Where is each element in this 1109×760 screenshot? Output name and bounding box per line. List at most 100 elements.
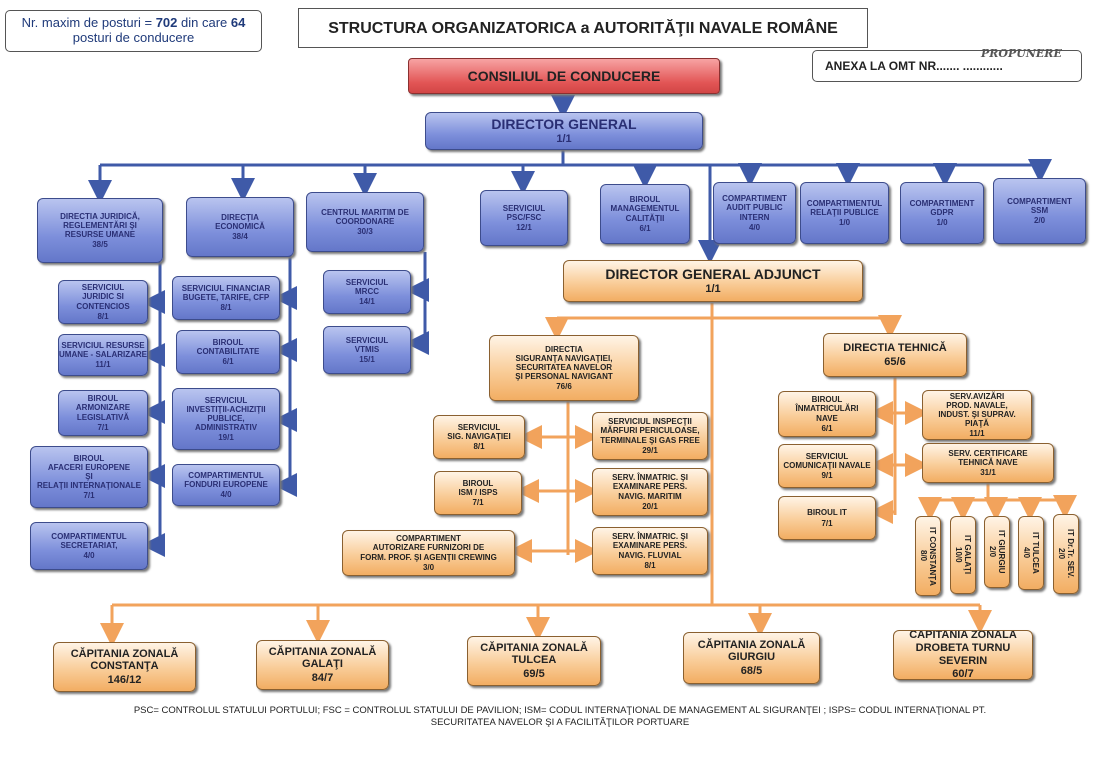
it-label: IT GIURGIU	[997, 530, 1007, 574]
dir-tehnica-label: DIRECTIA TEHNICĂ	[843, 341, 947, 354]
it-unit: IT TULCEA 4/0	[1018, 516, 1044, 590]
unit-label: SERVICIUL RESURSE UMANE - SALARIZARE	[59, 340, 147, 359]
capitania-label: CĂPITANIA ZONALĂ TULCEA	[480, 641, 588, 667]
tehnica-unit: SERV.AVIZĂRI PROD. NAVALE, INDUST. ŞI SU…	[922, 390, 1032, 440]
unit-count: 7/1	[97, 422, 109, 432]
top-unit-count: 1/0	[838, 218, 851, 228]
info-line2: posturi de conducere	[72, 30, 195, 45]
unit-count: 9/1	[821, 471, 833, 481]
capitania-count: 69/5	[523, 667, 545, 680]
info-prefix: Nr. maxim de posturi =	[21, 15, 156, 30]
it-count: 2/0	[988, 546, 997, 558]
top-unit-count: 6/1	[639, 223, 651, 233]
unit-label: SERVICIUL INVESTIŢII-ACHIZIŢII PUBLICE, …	[186, 395, 266, 433]
info-total: 702	[155, 15, 178, 30]
unit-label: SERV.AVIZĂRI PROD. NAVALE, INDUST. ŞI SU…	[938, 391, 1016, 429]
unit-count: 20/1	[642, 501, 658, 511]
positions-info-box: Nr. maxim de posturi = 702 din care 64 p…	[5, 10, 262, 52]
siguranta-unit: SERV. ÎNMATRIC. ŞI EXAMINARE PERS. NAVIG…	[592, 527, 708, 575]
it-unit: IT Dr.Tr. SEV. 2/0	[1053, 514, 1079, 594]
unit-label: COMPARTIMENTUL FONDURI EUROPENE	[184, 470, 268, 489]
it-unit: IT GIURGIU 2/0	[984, 516, 1010, 588]
top-unit-count: 1/0	[936, 218, 948, 228]
info-mid: din care	[177, 15, 231, 30]
unit-count: 8/1	[473, 442, 485, 452]
top-unit-label: COMPARTIMENT AUDIT PUBLIC INTERN	[722, 194, 787, 222]
dir-siguranta-box: DIRECTIA SIGURANŢA NAVIGAŢIEI, SECURITAT…	[489, 335, 639, 401]
unit-label: BIROUL CONTABILITATE	[196, 337, 260, 356]
it-label: IT GALAŢI	[963, 535, 973, 575]
dir-economica-label: DIRECŢIA ECONOMICĂ	[215, 212, 265, 231]
director-adjunct-box: DIRECTOR GENERAL ADJUNCT 1/1	[563, 260, 863, 302]
juridica-unit: BIROUL AFACERI EUROPENE ŞI RELAŢII INTER…	[30, 446, 148, 508]
centrul-count: 30/3	[357, 227, 373, 237]
top-unit-label: BIROUL MANAGEMENTUL CALITĂŢII	[610, 195, 680, 223]
capitania-count: 68/5	[740, 664, 763, 677]
top-unit-label: COMPARTIMENT GDPR	[909, 198, 975, 217]
top-unit-count: 4/0	[748, 222, 761, 232]
centrul-label: CENTRUL MARITIM DE COORDONARE	[321, 207, 409, 226]
council-box: CONSILIUL DE CONDUCERE	[408, 58, 720, 94]
top-unit-label: COMPARTIMENTUL RELAŢII PUBLICE	[806, 198, 883, 217]
unit-count: 8/1	[97, 311, 109, 321]
centrul-box: CENTRUL MARITIM DE COORDONARE 30/3	[306, 192, 424, 252]
unit-count: 11/1	[95, 360, 111, 370]
unit-count: 4/0	[83, 551, 95, 561]
annex-handwritten: PROPUNERE	[981, 47, 1062, 60]
capitania-count: 84/7	[311, 671, 334, 684]
top-unit-count: 12/1	[516, 223, 532, 233]
it-label: IT CONSTANŢA	[928, 526, 938, 586]
unit-count: 31/1	[980, 468, 996, 478]
capitania-count: 60/7	[952, 668, 974, 680]
capitania-label: CĂPITANIA ZONALĂ DROBETA TURNU SEVERIN	[909, 630, 1017, 667]
director-general-count: 1/1	[556, 133, 572, 146]
it-label: IT Dr.Tr. SEV.	[1066, 529, 1076, 579]
annex-box: ANEXA LA OMT NR....... ............ PROP…	[812, 47, 1082, 82]
annex-text: ANEXA LA OMT NR....... ............	[825, 59, 1003, 73]
dir-siguranta-count: 76/6	[556, 382, 572, 392]
capitania-label: CĂPITANIA ZONALĂ CONSTANŢA	[70, 647, 179, 673]
dir-siguranta-label: DIRECTIA SIGURANŢA NAVIGAŢIEI, SECURITAT…	[515, 344, 613, 382]
siguranta-unit: SERVICIUL INSPECŢII MĂRFURI PERICULOASE,…	[592, 412, 708, 460]
unit-label: BIROUL AFACERI EUROPENE ŞI RELAŢII INTER…	[37, 453, 141, 491]
legend-line-2: SECURITATEA NAVELOR ŞI A FACILITĂŢILOR P…	[430, 717, 690, 729]
unit-count: 7/1	[472, 498, 484, 508]
unit-count: 6/1	[821, 423, 833, 433]
director-general-box: DIRECTOR GENERAL 1/1	[425, 112, 703, 150]
dir-economica-count: 38/4	[232, 232, 248, 242]
unit-label: COMPARTIMENTUL SECRETARIAT,	[51, 531, 127, 550]
unit-label: SERVICIUL COMUNICAŢII NAVALE	[783, 451, 871, 470]
capitania-count: 146/12	[107, 673, 142, 686]
juridica-unit: COMPARTIMENTUL SECRETARIAT,4/0	[30, 522, 148, 570]
unit-count: 4/0	[220, 490, 232, 500]
unit-label: BIROUL IT	[807, 508, 847, 518]
unit-count: 7/1	[83, 491, 95, 501]
unit-count: 8/1	[220, 303, 232, 313]
unit-count: 6/1	[222, 357, 234, 367]
siguranta-unit: SERV. ÎNMATRIC. ŞI EXAMINARE PERS. NAVIG…	[592, 468, 708, 516]
it-unit: IT GALAŢI 10/0	[950, 516, 976, 594]
economica-unit: SERVICIUL INVESTIŢII-ACHIZIŢII PUBLICE, …	[172, 388, 280, 450]
unit-label: SERVICIUL SIG. NAVIGAŢIEI	[447, 422, 511, 441]
dir-juridica-box: DIRECTIA JURIDICĂ, REGLEMENTĂRI ŞI RESUR…	[37, 198, 163, 263]
director-adjunct-label: DIRECTOR GENERAL ADJUNCT	[605, 266, 821, 283]
unit-label: BIROUL ÎNMATRICULĂRI NAVE	[795, 395, 859, 423]
unit-label: SERVICIUL FINANCIAR BUGETE, TARIFE, CFP	[181, 283, 271, 302]
dir-economica-box: DIRECŢIA ECONOMICĂ 38/4	[186, 197, 294, 257]
